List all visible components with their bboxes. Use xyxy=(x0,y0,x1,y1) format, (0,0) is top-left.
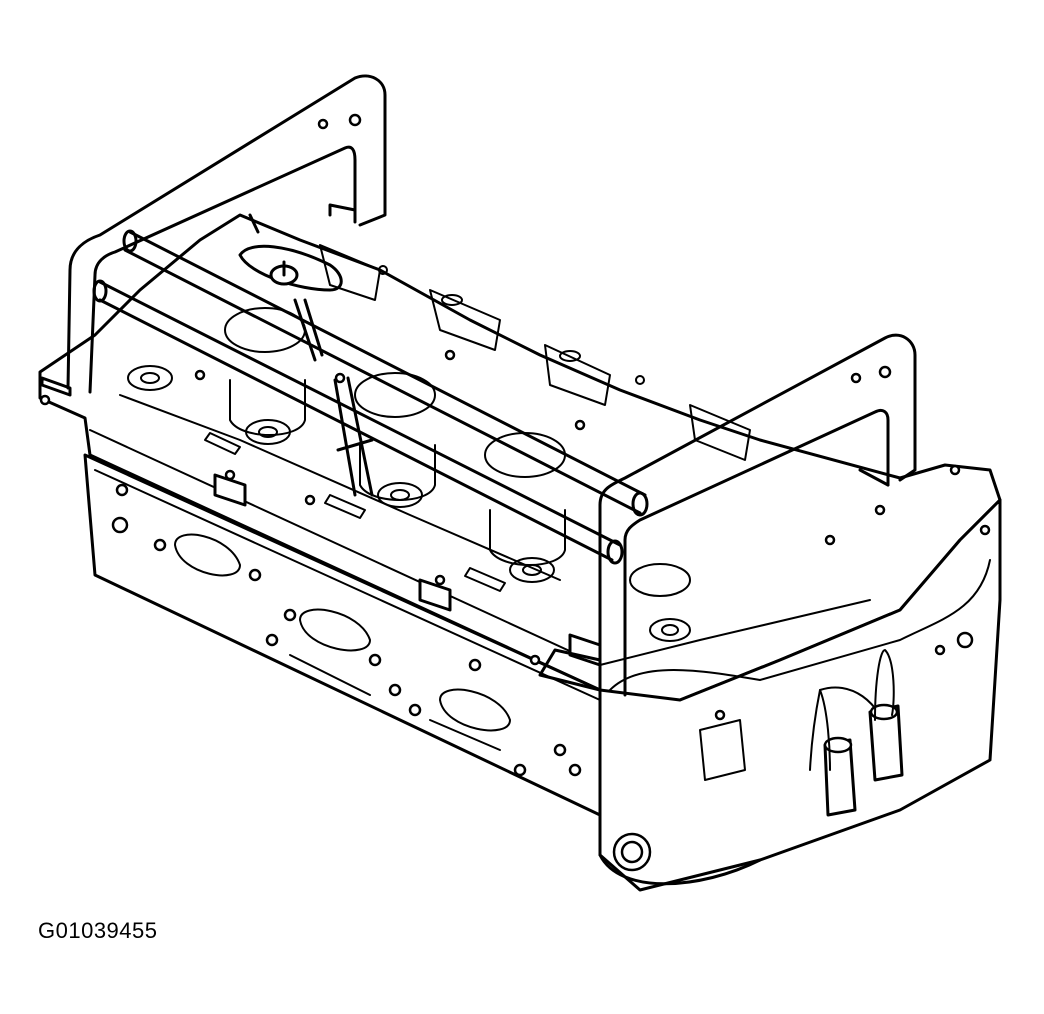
face-holes xyxy=(111,483,582,777)
cylinder-head-diagram xyxy=(38,74,1002,892)
deck-ridges xyxy=(89,394,991,741)
figure-id-label: G01039455 xyxy=(38,918,158,943)
cylinder-head-body xyxy=(38,213,1002,892)
valve-pockets xyxy=(127,244,991,721)
holding-fixture xyxy=(39,74,917,697)
port-openings xyxy=(174,533,511,751)
rear-bosses xyxy=(612,649,904,872)
